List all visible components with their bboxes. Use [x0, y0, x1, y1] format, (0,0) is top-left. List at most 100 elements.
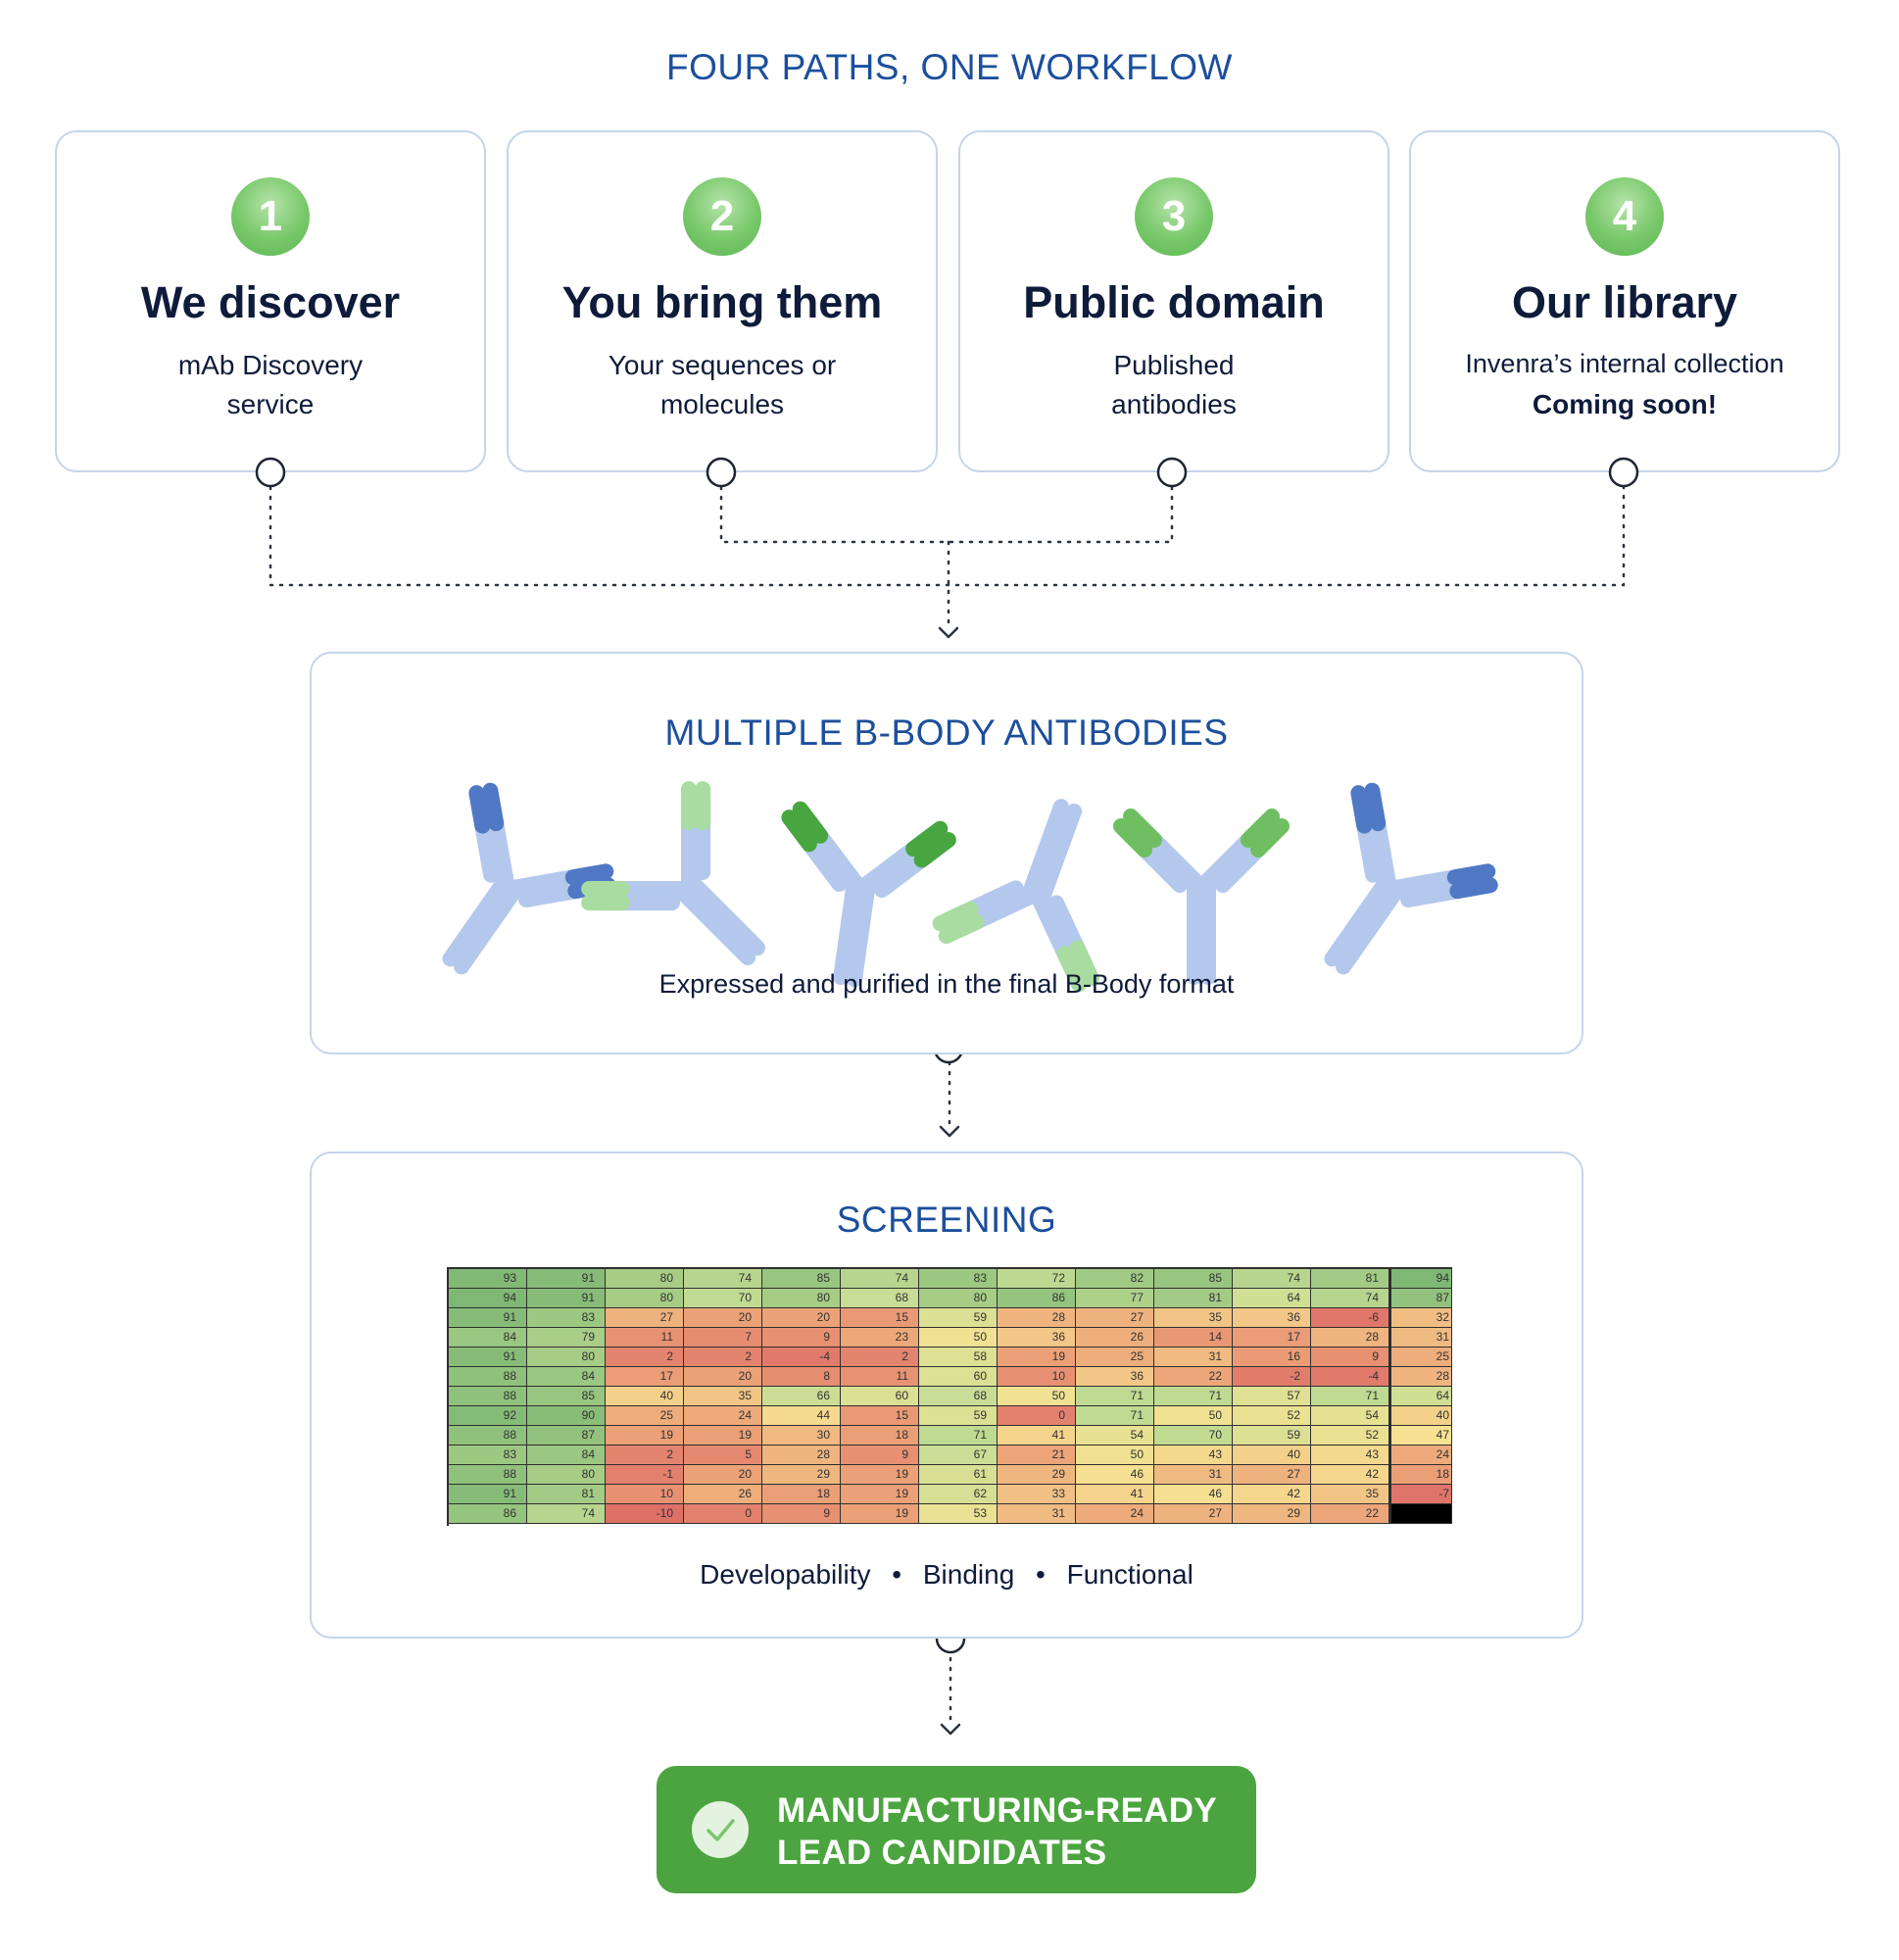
step-number-badge: 3 [1135, 177, 1213, 256]
heatmap-cell: 71 [1311, 1387, 1389, 1406]
heatmap-cell: 53 [919, 1504, 998, 1524]
heatmap-cell: 52 [1233, 1406, 1311, 1426]
path-card-we-discover: 1 We discover mAb Discovery service [55, 130, 486, 472]
path-title: You bring them [561, 277, 883, 327]
heatmap-cell: 58 [919, 1348, 998, 1367]
heatmap-cell: 19 [998, 1348, 1076, 1367]
path-card-public-domain: 3 Public domain Published antibodies [958, 130, 1389, 472]
heatmap-cell: 43 [1311, 1446, 1389, 1465]
heatmap-cell: 60 [919, 1367, 998, 1387]
heatmap-cell: 70 [684, 1289, 762, 1308]
heatmap-cell: 20 [684, 1308, 762, 1328]
antibody-icon [1113, 808, 1290, 985]
path-subtitle-line1: mAb Discovery [177, 350, 364, 380]
heatmap-cell: 25 [606, 1406, 684, 1426]
heatmap-cell: 64 [1233, 1289, 1311, 1308]
heatmap-cell: 9 [1311, 1348, 1389, 1367]
heatmap-cell: 59 [919, 1308, 998, 1328]
heatmap-cell: 82 [1076, 1269, 1154, 1289]
heatmap-cell: 84 [449, 1328, 527, 1348]
antibody-icon [781, 801, 956, 988]
heatmap-cell: -1 [606, 1465, 684, 1485]
heatmap-cell: 50 [919, 1328, 998, 1348]
criteria-functional: Functional [1066, 1559, 1193, 1590]
heatmap-cell: -4 [762, 1348, 841, 1367]
antibody-icon [581, 781, 766, 966]
path-subtitle-line1: Published [1113, 350, 1235, 380]
page-title: FOUR PATHS, ONE WORKFLOW [666, 47, 1233, 87]
screening-criteria: Developability • Binding • Functional [312, 1559, 1582, 1591]
heatmap-cell: 29 [1233, 1504, 1311, 1524]
heatmap-cell: 24 [684, 1406, 762, 1426]
heatmap-cell: 30 [762, 1426, 841, 1446]
heatmap-cell: 74 [684, 1269, 762, 1289]
step-number-badge: 2 [683, 177, 761, 256]
heatmap-cell: 44 [762, 1406, 841, 1426]
heatmap-cell: 42 [1233, 1485, 1311, 1504]
check-icon [692, 1801, 749, 1858]
path-subtitle-line1: Your sequences or [608, 350, 837, 380]
heatmap-cell: 91 [527, 1269, 606, 1289]
heatmap-cell: 19 [841, 1485, 919, 1504]
heatmap-cell: 31 [1154, 1348, 1233, 1367]
heatmap-cell: -2 [1233, 1367, 1311, 1387]
heatmap-cell: 80 [762, 1289, 841, 1308]
heatmap-cell: 35 [1154, 1308, 1233, 1328]
heatmap-cell: -4 [1311, 1367, 1389, 1387]
path-subtitle-line1: Invenra’s internal collection [1465, 349, 1784, 378]
heatmap-cell: 31 [1154, 1465, 1233, 1485]
heatmap-cell: 24 [1389, 1446, 1452, 1465]
heatmap-cell: 94 [449, 1289, 527, 1308]
heatmap-cell: 28 [762, 1446, 841, 1465]
heatmap-cell: -10 [606, 1504, 684, 1524]
heatmap-cell: 41 [998, 1426, 1076, 1446]
heatmap-cell: 2 [606, 1348, 684, 1367]
heatmap-cell: 68 [919, 1387, 998, 1406]
result-line1: MANUFACTURING-READY [777, 1791, 1218, 1830]
heatmap-cell: 54 [1076, 1426, 1154, 1446]
heatmap-cell: -7 [1389, 1485, 1452, 1504]
heatmap-cell: 14 [1154, 1328, 1233, 1348]
heatmap-cell: 72 [998, 1269, 1076, 1289]
heatmap-cell: 28 [1311, 1328, 1389, 1348]
heatmap-cell: 90 [527, 1406, 606, 1426]
heatmap-cell: 71 [1076, 1406, 1154, 1426]
heatmap-cell: 74 [1311, 1289, 1389, 1308]
heatmap-cell: 86 [449, 1504, 527, 1524]
heatmap-cell: 88 [449, 1367, 527, 1387]
heatmap-cell: 2 [841, 1348, 919, 1367]
heatmap-cell: 80 [527, 1465, 606, 1485]
heatmap-cell: 9 [762, 1504, 841, 1524]
heatmap-cell: 10 [606, 1485, 684, 1504]
heatmap-cell: 71 [919, 1426, 998, 1446]
heatmap-cell: 80 [606, 1289, 684, 1308]
heatmap-cell: 43 [1154, 1446, 1233, 1465]
lead-candidates-result: MANUFACTURING-READY LEAD CANDIDATES [657, 1766, 1256, 1893]
heatmap-cell: 71 [1076, 1387, 1154, 1406]
heatmap-cell: 46 [1154, 1485, 1233, 1504]
heatmap-cell: 74 [841, 1269, 919, 1289]
heatmap-cell: 79 [527, 1328, 606, 1348]
antibody-icon [932, 799, 1099, 993]
heatmap-cell: 85 [762, 1269, 841, 1289]
heatmap-cell: 83 [527, 1308, 606, 1328]
criteria-separator: • [1036, 1559, 1046, 1590]
path-subtitle-line2: service [226, 389, 315, 419]
heatmap-cell: 36 [998, 1328, 1076, 1348]
heatmap-cell: 0 [998, 1406, 1076, 1426]
heatmap-cell: 27 [606, 1308, 684, 1328]
heatmap-cell: 26 [1076, 1328, 1154, 1348]
heatmap-cell: 18 [762, 1485, 841, 1504]
heatmap-cell: 15 [841, 1406, 919, 1426]
heatmap-cell: 27 [1154, 1504, 1233, 1524]
heatmap-cell: 40 [606, 1387, 684, 1406]
heatmap-cell: 83 [919, 1269, 998, 1289]
heatmap-cell: 19 [841, 1465, 919, 1485]
heatmap-cell: 86 [998, 1289, 1076, 1308]
heatmap-cell: 71 [1154, 1387, 1233, 1406]
antibodies-title: MULTIPLE B-BODY ANTIBODIES [664, 712, 1229, 753]
heatmap-cell: 81 [1154, 1289, 1233, 1308]
heatmap-cell: 19 [684, 1426, 762, 1446]
heatmap-cell: 50 [1154, 1406, 1233, 1426]
screening-title: SCREENING [836, 1200, 1057, 1240]
